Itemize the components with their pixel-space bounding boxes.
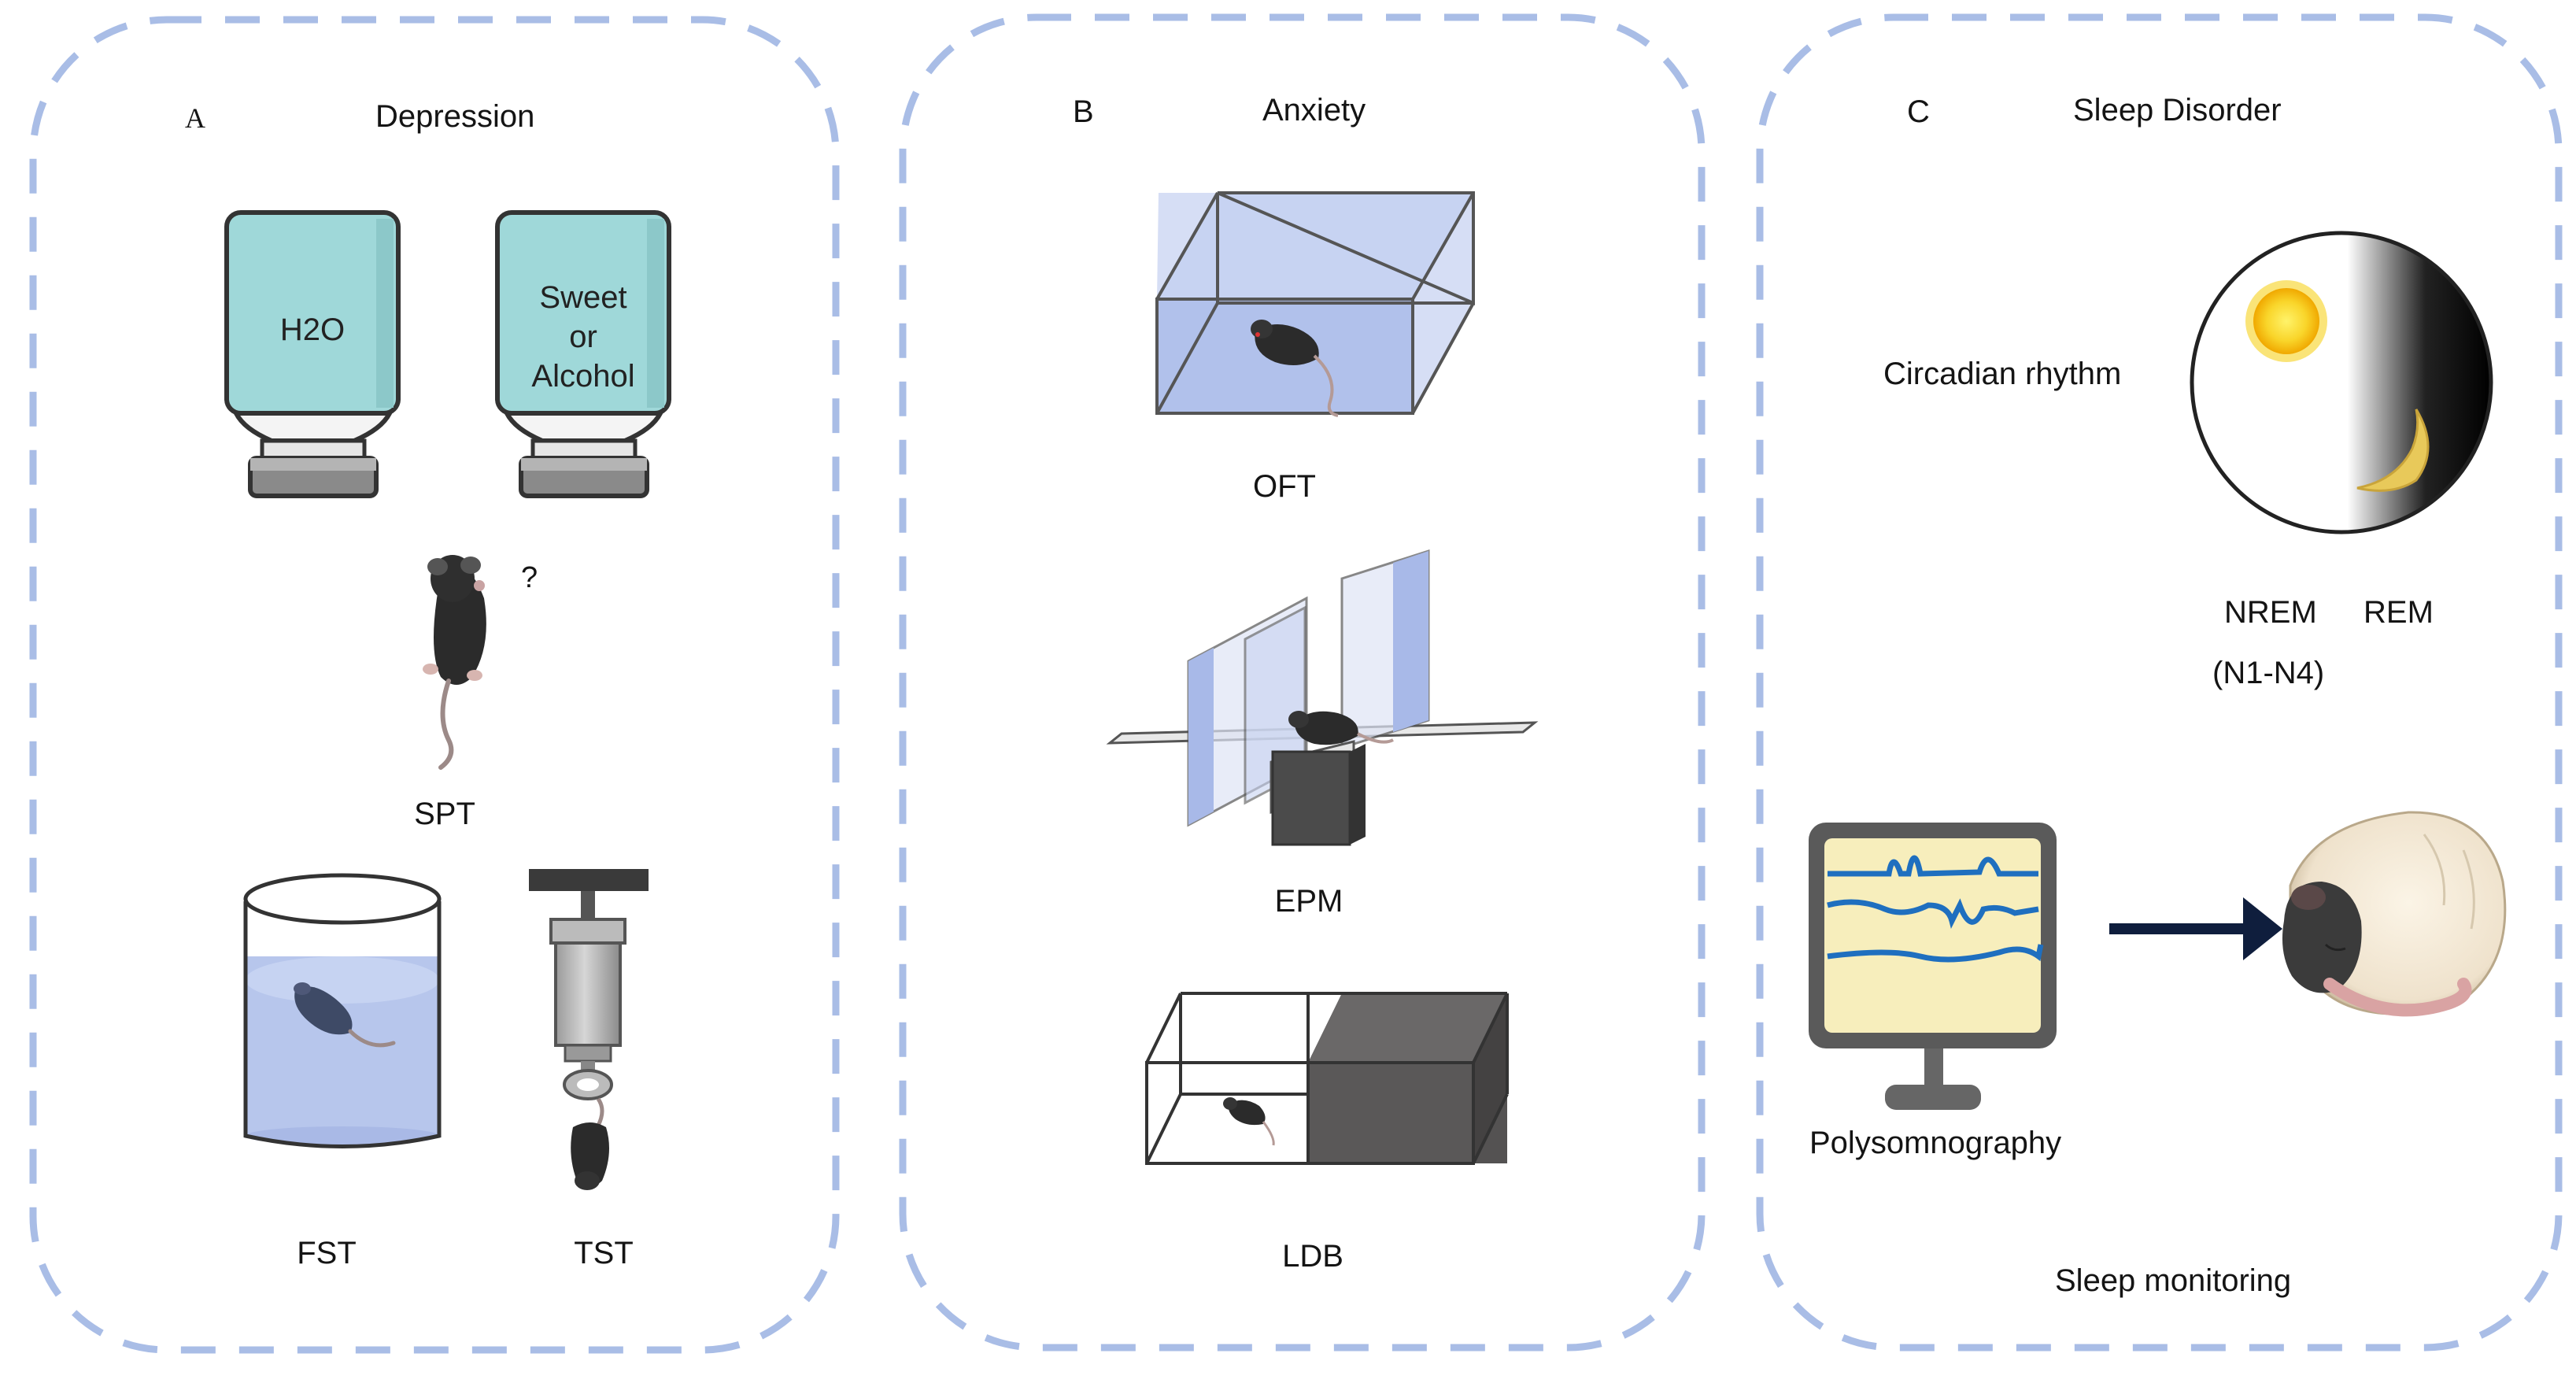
epm-maze-icon <box>1106 549 1539 846</box>
circadian-label: Circadian rhythm <box>1883 357 2122 391</box>
ldb-box-icon <box>1145 992 1509 1165</box>
question-mark: ? <box>521 561 538 594</box>
polysomnography-monitor-icon <box>1809 823 2057 1110</box>
bottle-right-label: Sweet or Alcohol <box>497 278 669 396</box>
epm-label: EPM <box>1274 884 1343 919</box>
sweet-bottle-icon <box>495 210 671 498</box>
sleeping-rat-icon <box>2282 811 2507 1017</box>
circadian-clock-icon <box>2190 231 2493 534</box>
oft-label: OFT <box>1253 469 1316 504</box>
panel-b-border <box>899 13 1706 1352</box>
panel-b-title: Anxiety <box>1262 93 1366 128</box>
oft-box-icon <box>1155 191 1475 417</box>
moon-icon <box>2356 409 2430 492</box>
polysomnography-label: Polysomnography <box>1809 1126 2062 1160</box>
tst-label: TST <box>574 1236 634 1270</box>
panel-a-letter: A <box>185 102 205 134</box>
panel-b-letter: B <box>1073 94 1094 129</box>
water-bottle-icon <box>224 210 401 498</box>
rem-label: REM <box>2363 595 2434 630</box>
fst-beaker-icon <box>243 873 442 1148</box>
spt-mouse-icon <box>423 555 486 770</box>
bottle-left-label: H2O <box>279 312 346 347</box>
arrow-icon <box>2109 897 2282 960</box>
panel-c-border <box>1756 13 2563 1352</box>
bottle-right-line3: Alcohol <box>531 359 635 394</box>
spt-label: SPT <box>414 797 475 831</box>
nrem-stages-label: (N1-N4) <box>2212 656 2325 690</box>
sun-icon <box>2245 280 2327 362</box>
panel-c-title: Sleep Disorder <box>2073 93 2282 128</box>
nrem-label: NREM <box>2224 595 2317 630</box>
ldb-label: LDB <box>1282 1239 1343 1274</box>
sleep-monitoring-label: Sleep monitoring <box>2055 1263 2292 1298</box>
fst-label: FST <box>297 1236 357 1270</box>
bottle-right-line1: Sweet <box>539 280 627 315</box>
tst-apparatus-icon <box>529 869 649 1190</box>
panel-a-title: Depression <box>375 99 535 134</box>
panel-a-border <box>29 16 840 1354</box>
bottle-right-line2: or <box>569 320 597 354</box>
panel-c-letter: C <box>1907 94 1930 129</box>
